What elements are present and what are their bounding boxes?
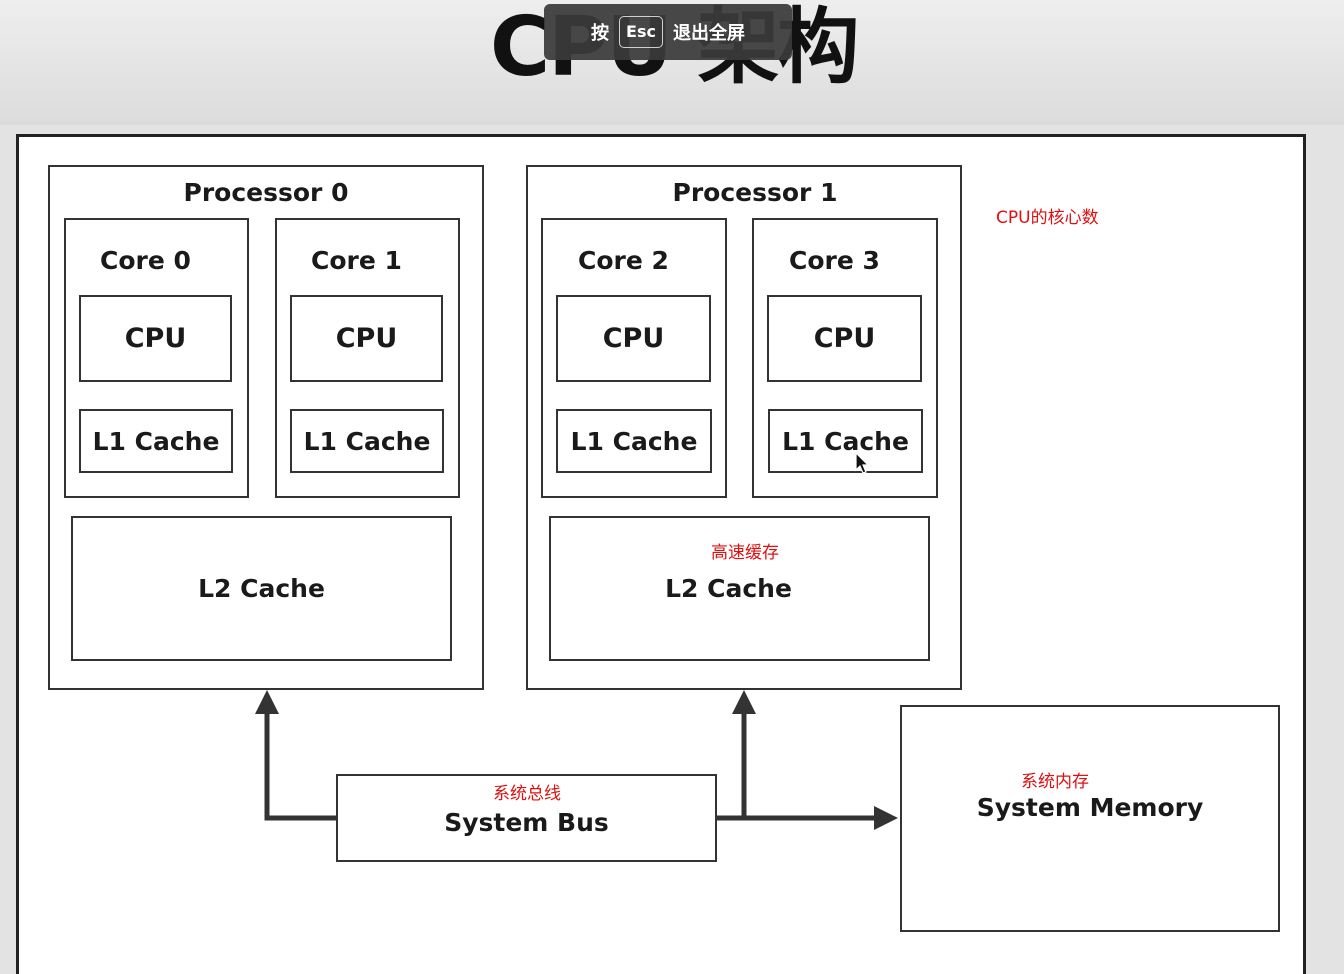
core-2-l1-cache: L1 Cache [556, 409, 712, 473]
core-0-label: Core 0 [100, 246, 191, 275]
mouse-cursor-icon [855, 452, 870, 474]
system-bus-annotation: 系统总线 [493, 784, 561, 804]
core-3-l1-cache: L1 Cache [768, 409, 923, 473]
core-1-l1-cache: L1 Cache [290, 409, 444, 473]
esc-key: Esc [619, 16, 663, 48]
core-1-cpu: CPU [290, 295, 443, 382]
processor-0-label: Processor 0 [183, 178, 349, 207]
core-3-cpu: CPU [767, 295, 922, 382]
arrowhead-processor-1 [732, 690, 756, 714]
hint-action-text: 退出全屏 [672, 23, 745, 44]
processor-1-label: Processor 1 [672, 178, 838, 207]
core-3-label: Core 3 [789, 246, 880, 275]
cores-annotation: CPU的核心数 [996, 208, 1099, 228]
l2-annotation: 高速缓存 [711, 543, 779, 563]
core-1-label: Core 1 [311, 246, 402, 275]
arrowhead-memory [874, 806, 898, 830]
hint-press-text: 按 [591, 23, 610, 44]
core-0-cpu: CPU [79, 295, 232, 382]
processor-0-l2-cache: L2 Cache [71, 516, 452, 661]
arrowhead-processor-0 [255, 690, 279, 714]
system-memory-annotation: 系统内存 [1021, 772, 1089, 792]
fullscreen-exit-hint[interactable]: 按 Esc 退出全屏 [544, 4, 792, 60]
processor-1-l2-cache: L2 Cache [549, 516, 930, 661]
bus-to-processor-0-line [264, 712, 338, 821]
core-2-label: Core 2 [578, 246, 669, 275]
core-2-cpu: CPU [556, 295, 711, 382]
core-0-l1-cache: L1 Cache [79, 409, 233, 473]
system-memory-label: System Memory [976, 793, 1204, 822]
system-memory-box: System Memory [900, 705, 1280, 932]
